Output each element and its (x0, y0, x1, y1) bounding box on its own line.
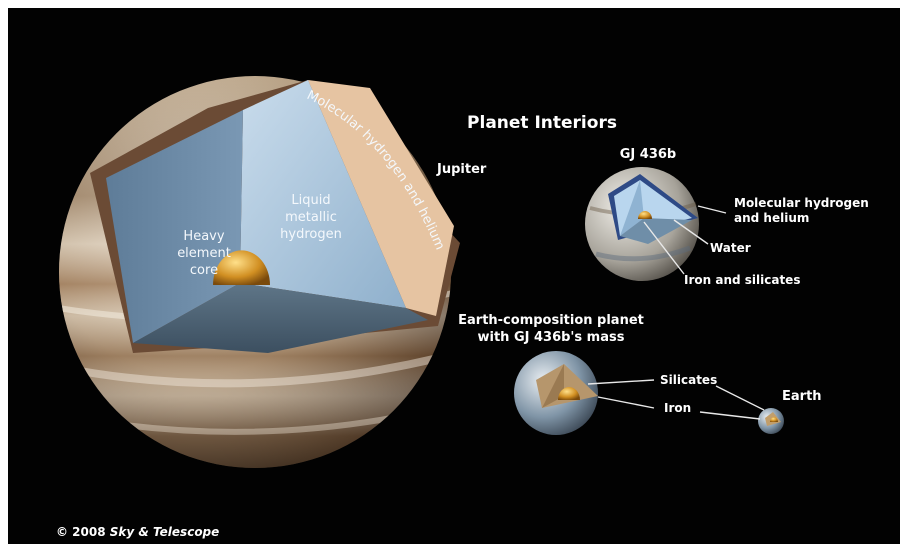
earth-iron-leader (699, 411, 761, 420)
jupiter-metallic-hydrogen-right-wall (240, 80, 406, 308)
earth-composition-planet (514, 351, 598, 435)
gj436b-molecular-leader (697, 205, 727, 214)
core-label-line1: Heavy (183, 229, 224, 244)
copyright-credit: © 2008 Sky & Telescope (56, 525, 219, 539)
gj436b-molecular-label-line2: and helium (734, 211, 809, 225)
jupiter-cutaway-floor (133, 283, 428, 353)
gj436b-water-label: Water (710, 241, 751, 255)
earth-comp-iron-label: Iron (664, 401, 691, 415)
core-label-line2: element (177, 246, 231, 261)
earth-comp-iron-leader (597, 396, 655, 409)
jupiter-planet: Molecular hydrogen and helium Liquid met… (59, 76, 460, 468)
metallic-label-line2: metallic (285, 210, 337, 225)
gj436b-molecular-label-line1: Molecular hydrogen (734, 196, 869, 210)
earth-planet (758, 408, 784, 434)
diagram-title: Planet Interiors (467, 113, 617, 133)
earth-comp-title-line2: with GJ 436b's mass (478, 330, 625, 345)
gj436b-iron-leader (643, 221, 685, 275)
jupiter-heavy-element-core (213, 250, 270, 285)
jupiter-label: Jupiter (436, 162, 487, 177)
earth-comp-silicates-label: Silicates (660, 373, 717, 387)
earth-comp-title-line1: Earth-composition planet (458, 313, 644, 328)
jupiter-molecular-hydrogen-layer (308, 80, 454, 316)
earth-comp-silicates-leader (587, 379, 655, 385)
gj436b-core (638, 211, 652, 219)
earth-label: Earth (782, 389, 822, 404)
metallic-label-line3: hydrogen (280, 227, 342, 242)
earth-core (770, 417, 778, 422)
gj436b-iron-silicates-label: Iron and silicates (684, 273, 800, 287)
earth-silicates-leader (715, 385, 765, 411)
earth-comp-iron-core (558, 387, 580, 400)
metallic-label-line1: Liquid (291, 193, 330, 208)
gj436b-planet (585, 167, 699, 281)
planet-interiors-diagram: Planet Interiors Molecular hydrogen and … (56, 76, 869, 539)
diagram-canvas: Planet Interiors Molecular hydrogen and … (8, 8, 900, 544)
gj436b-label: GJ 436b (620, 147, 676, 162)
jupiter-metallic-hydrogen-left-wall (106, 110, 243, 343)
core-label-line3: core (190, 263, 218, 278)
gj436b-water-leader (673, 219, 709, 245)
